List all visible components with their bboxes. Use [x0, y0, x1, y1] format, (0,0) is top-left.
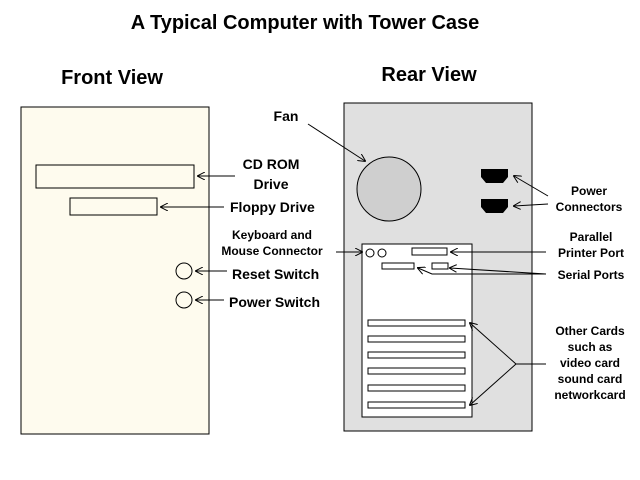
cards-label-line4: sound card — [558, 372, 623, 386]
expansion-slot-1 — [367, 319, 466, 327]
cards-label-line3: video card — [560, 356, 620, 370]
diagram-title: A Typical Computer with Tower Case — [131, 12, 480, 34]
power-connector-bottom — [481, 199, 508, 213]
power-connector-top — [481, 169, 508, 183]
expansion-slot-4 — [367, 367, 466, 375]
power-switch-label: Power Switch — [229, 294, 320, 310]
floppy-label: Floppy Drive — [230, 199, 315, 215]
power-connector-arrow-top — [514, 176, 549, 197]
expansion-slot-5 — [367, 384, 466, 392]
floppy-drive-bay — [69, 197, 158, 216]
serial-ports-label: Serial Ports — [558, 268, 625, 282]
serial-port-2 — [431, 262, 449, 270]
reset-switch — [175, 262, 193, 280]
reset-label: Reset Switch — [232, 266, 319, 282]
power-connectors-label-line2: Connectors — [556, 200, 623, 214]
fan-label: Fan — [274, 108, 299, 124]
cards-arrow-bottom — [470, 363, 517, 405]
expansion-slot-2 — [367, 335, 466, 343]
parallel-label-line2: Printer Port — [558, 246, 624, 260]
rear-view-heading: Rear View — [381, 64, 477, 86]
serial-arrow-2 — [418, 268, 546, 275]
front-view-heading: Front View — [61, 67, 163, 89]
keyboard-label-line1: Keyboard and — [232, 228, 312, 242]
power-switch — [175, 291, 193, 309]
parallel-label-line1: Parallel — [570, 230, 613, 244]
expansion-slot-6 — [367, 401, 466, 409]
parallel-port — [411, 247, 448, 256]
mouse-port — [377, 248, 387, 258]
cards-label-line1: Other Cards — [555, 324, 625, 338]
expansion-slot-3 — [367, 351, 466, 359]
cdrom-drive-bay — [35, 164, 195, 189]
power-connector-arrow-bottom — [514, 204, 549, 206]
serial-port-1 — [381, 262, 415, 270]
cards-label-line5: networkcard — [554, 388, 625, 402]
cdrom-label-line1: CD ROM — [243, 156, 300, 172]
keyboard-label-line2: Mouse Connector — [221, 244, 323, 258]
power-connectors-label-line1: Power — [571, 184, 607, 198]
serial-arrow-1 — [450, 268, 547, 275]
keyboard-port — [365, 248, 375, 258]
fan-arrow — [307, 123, 365, 161]
fan — [356, 156, 422, 222]
cdrom-label-line2: Drive — [253, 176, 288, 192]
cards-label-line2: such as — [568, 340, 613, 354]
cards-arrow-top — [470, 323, 517, 365]
